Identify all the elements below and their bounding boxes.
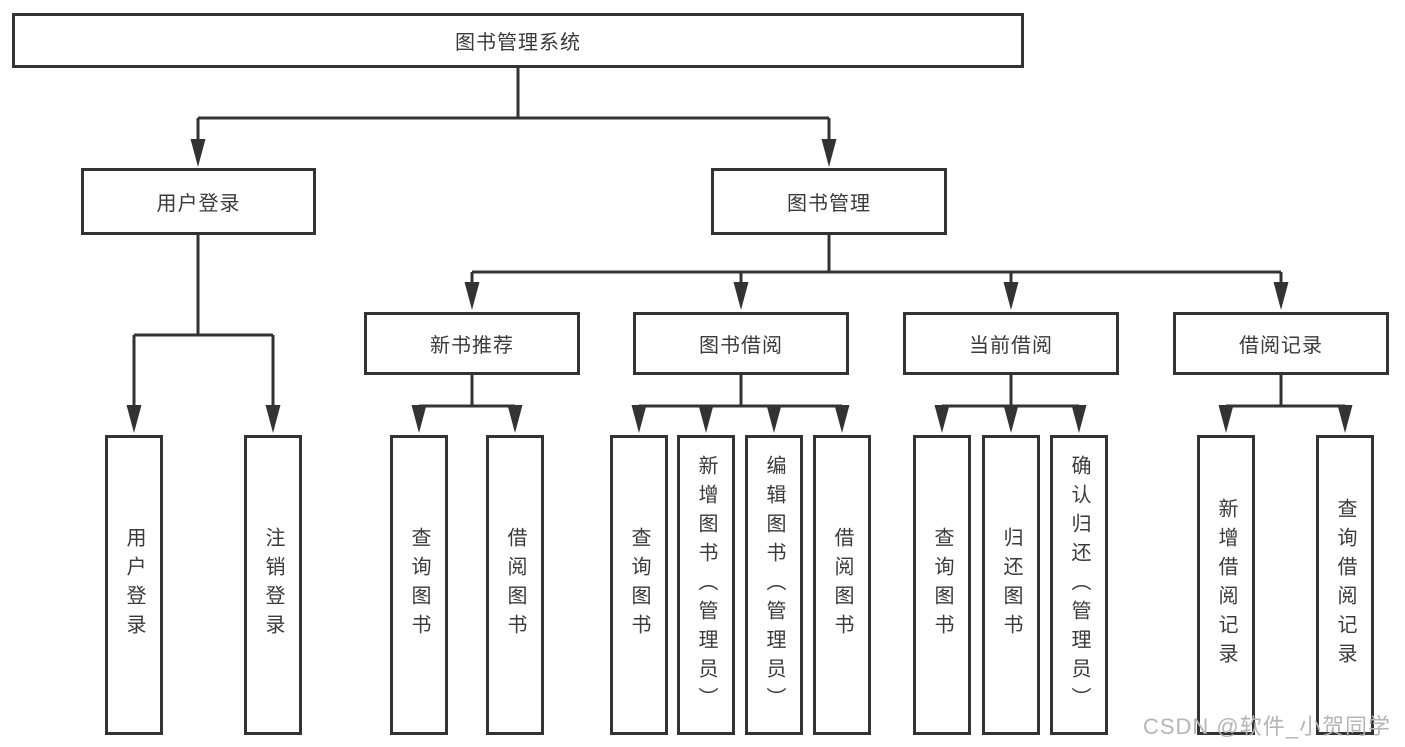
node-leaf-query-books-3: 查询图书 [913,435,971,735]
node-root: 图书管理系统 [12,13,1024,68]
node-leaf-borrow-books-2: 借阅图书 [813,435,871,735]
node-book-borrow: 图书借阅 [633,312,849,375]
node-user-login: 用户登录 [81,168,316,235]
node-leaf-logout: 注销登录 [244,435,302,735]
node-label: 确认归还（管理员） [1068,454,1090,716]
node-label: 查询图书 [931,527,953,643]
arrow-down-icon [126,139,1353,433]
node-label: 查询借阅记录 [1334,498,1356,672]
node-leaf-query-books-1: 查询图书 [390,435,448,735]
node-leaf-user-login: 用户登录 [105,435,163,735]
node-leaf-return-books: 归还图书 [982,435,1040,735]
node-label: 用户登录 [123,527,145,643]
node-new-book-recommend: 新书推荐 [364,312,580,375]
node-label: 归还图书 [1000,527,1022,643]
node-leaf-add-books-admin: 新增图书（管理员） [677,435,735,735]
node-leaf-add-borrow-record: 新增借阅记录 [1197,435,1255,735]
node-label: 新增借阅记录 [1215,498,1237,672]
node-leaf-query-borrow-record: 查询借阅记录 [1316,435,1374,735]
node-label: 新增图书（管理员） [695,454,717,716]
node-leaf-edit-books-admin: 编辑图书（管理员） [745,435,803,735]
node-label: 查询图书 [628,527,650,643]
node-leaf-query-books-2: 查询图书 [610,435,668,735]
node-book-management: 图书管理 [711,168,947,235]
node-current-borrow: 当前借阅 [903,312,1119,375]
node-label: 借阅图书 [504,527,526,643]
watermark: CSDN @软件_小贺同学 [1142,714,1391,739]
node-label: 编辑图书（管理员） [763,454,785,716]
node-label: 借阅图书 [831,527,853,643]
node-label: 注销登录 [262,527,284,643]
node-leaf-confirm-return-admin: 确认归还（管理员） [1050,435,1108,735]
node-leaf-borrow-books-1: 借阅图书 [486,435,544,735]
node-label: 查询图书 [408,527,430,643]
node-borrow-records: 借阅记录 [1173,312,1389,375]
